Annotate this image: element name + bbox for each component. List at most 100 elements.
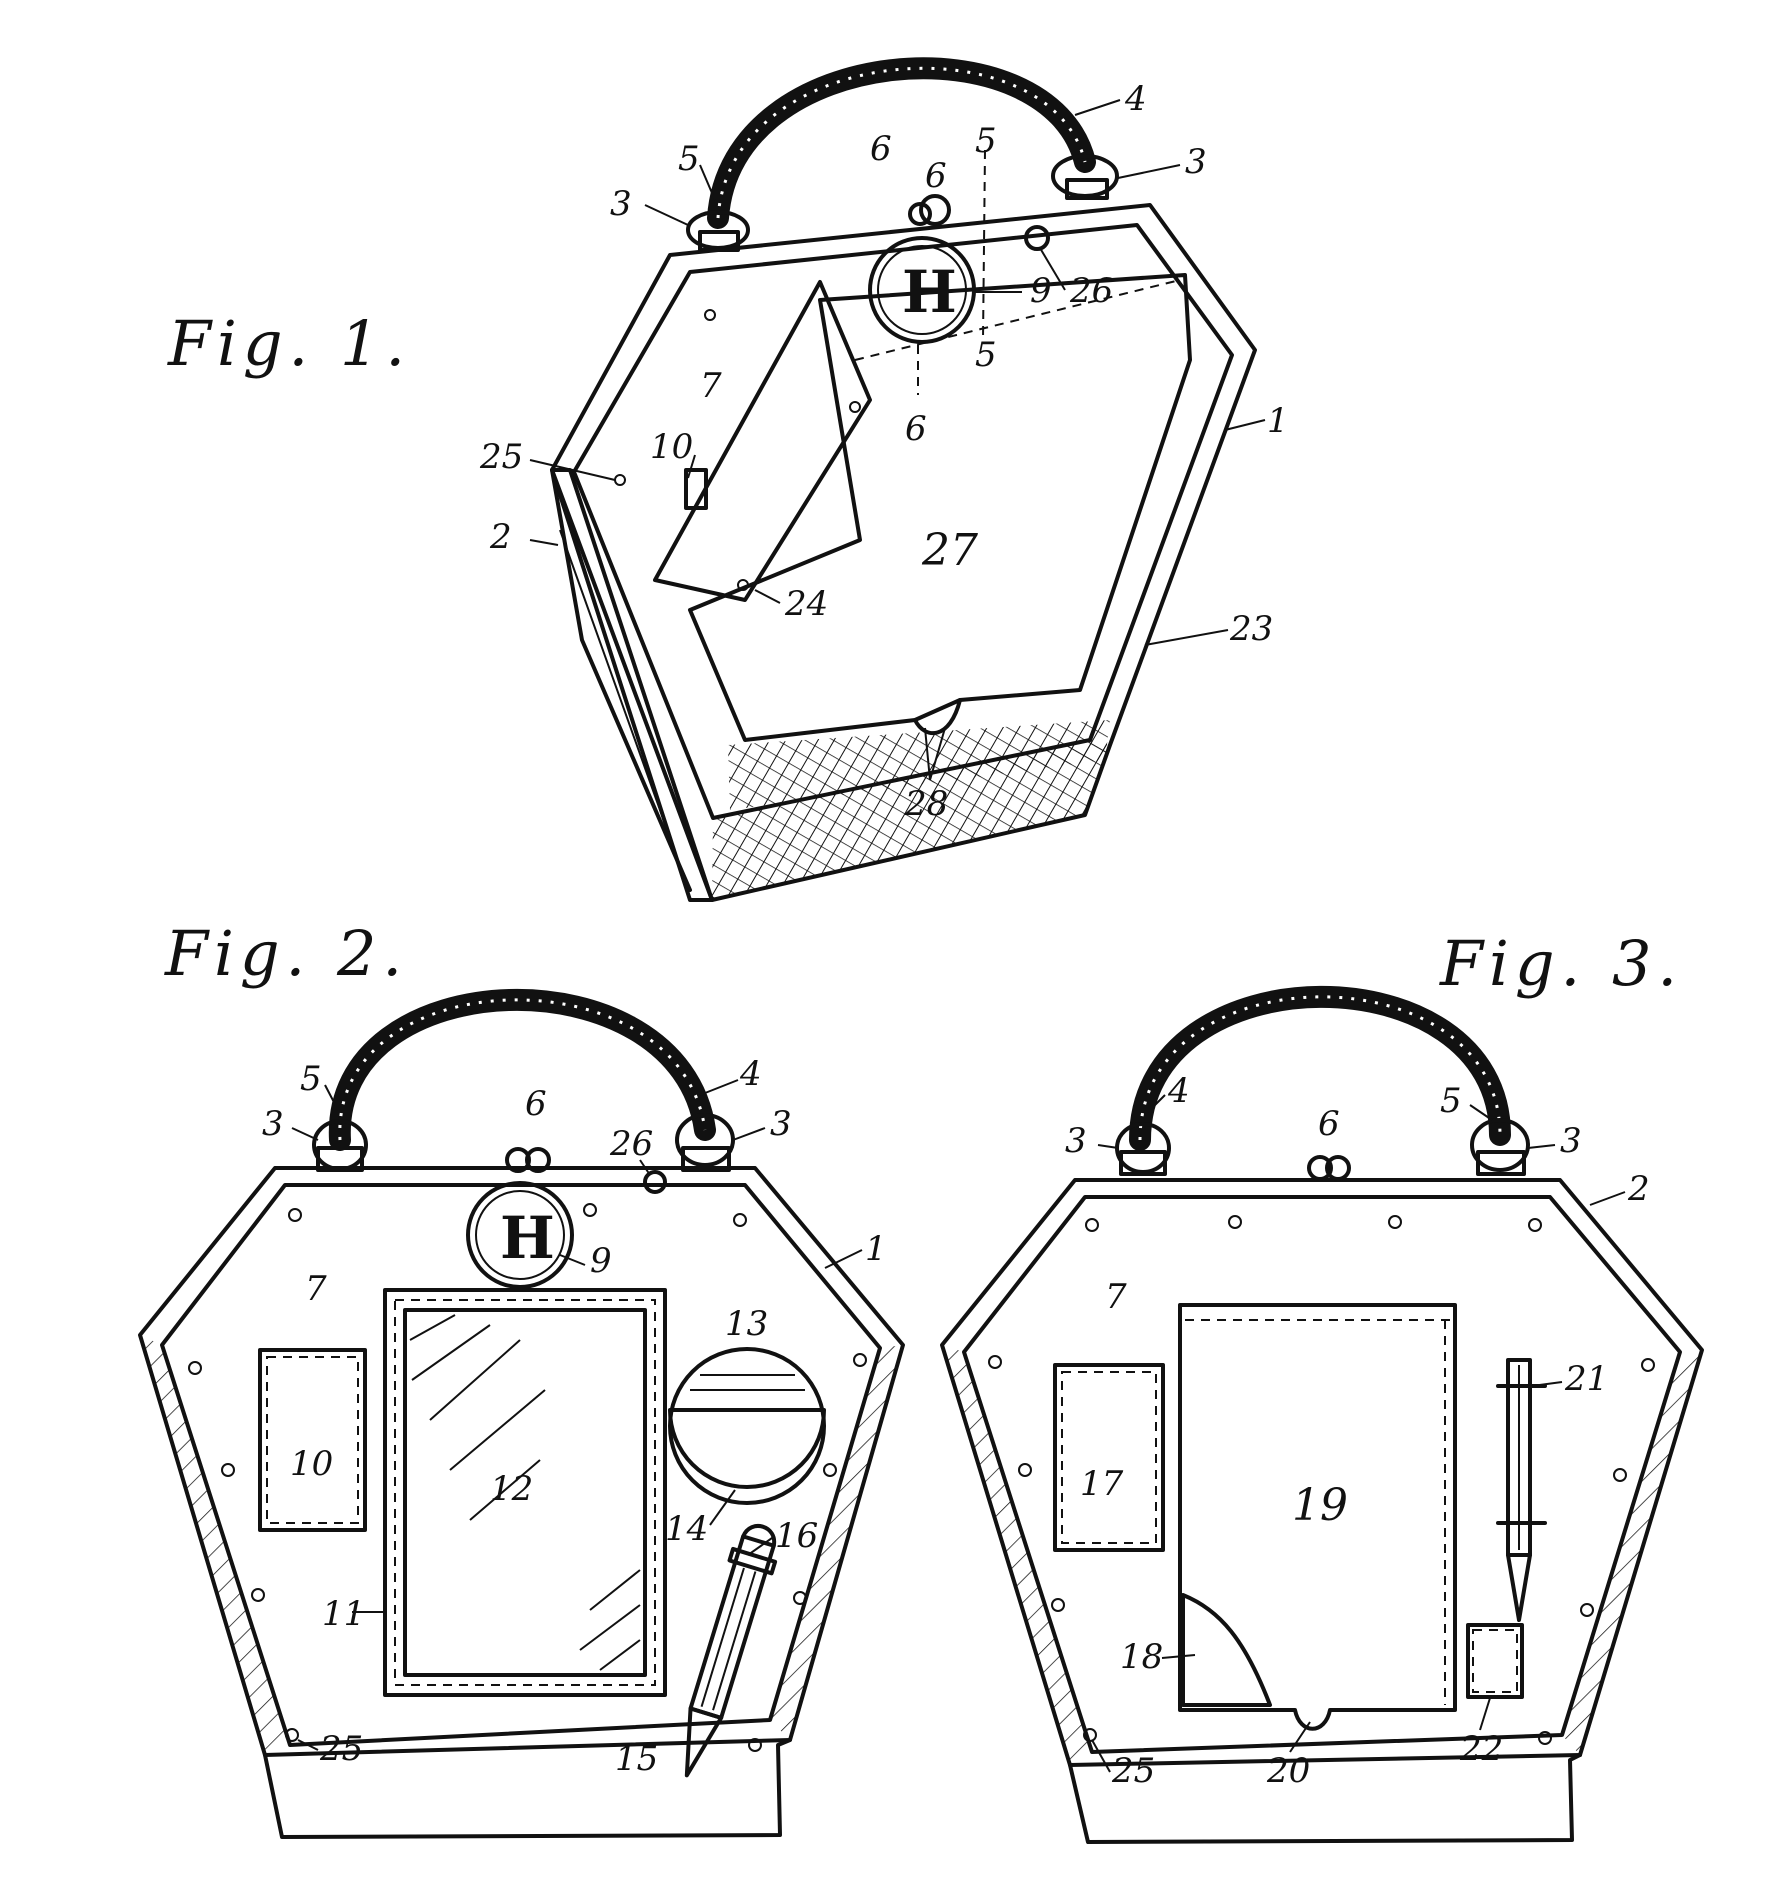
fig2-ref: 9 (590, 1241, 612, 1281)
fig2-pocket-10 (258, 1348, 367, 1532)
fig2-pocket-10-stitch (266, 1356, 359, 1524)
fig3-frame-band-right (1562, 1350, 1702, 1755)
fig3-ring-clip-left (1119, 1150, 1167, 1176)
fig2-rivets (188, 1203, 867, 1752)
fig2-handle-texture (338, 998, 707, 1141)
fig1-side-gusset (550, 468, 692, 892)
figure-3-title: Fig. 3. (1439, 927, 1683, 1000)
fig1-ref: 27 (921, 525, 978, 576)
fig1-ref: 4 (1124, 79, 1147, 119)
fig3-ref: 3 (1560, 1121, 1582, 1161)
fig2-bottom-line (263, 1738, 792, 1757)
fig1-ref: 26 (1069, 271, 1113, 311)
fig1-flap-24 (653, 280, 872, 602)
fig3-ring-clip-right (1476, 1150, 1526, 1176)
fig2-clasp-6b (525, 1147, 551, 1173)
fig3-pocket-17 (1053, 1363, 1165, 1552)
fig2-frame-band-left (140, 1335, 290, 1755)
figure-1-title: Fig. 1. (167, 307, 411, 380)
fig1-pad-27 (688, 273, 1192, 742)
fig1-bottom-band (728, 720, 1110, 810)
fig1-ref: 10 (650, 427, 693, 467)
fig3-ref: 2 (1627, 1169, 1650, 1209)
fig1-monogram-plate-9: H (868, 236, 976, 344)
fig3-ref: 6 (1318, 1104, 1340, 1144)
fig1-button-26 (1024, 225, 1050, 251)
fig3-ref: 7 (1105, 1277, 1127, 1317)
fig2-ref: 15 (615, 1739, 658, 1779)
figure-2: Fig. 2. H (138, 917, 905, 1839)
fig2-mirror-stitch (394, 1299, 656, 1686)
fig2-mirror-frame-11 (383, 1288, 667, 1697)
fig3-ref: 21 (1564, 1359, 1608, 1399)
fig1-ring-clip-right (1065, 178, 1109, 200)
fig2-ref: 25 (319, 1729, 363, 1769)
fig2-ref: 26 (609, 1124, 653, 1164)
fig2-compact-13 (668, 1347, 826, 1505)
fig1-clasp-6b (908, 202, 932, 226)
fig3-leader-lines (1091, 1094, 1626, 1773)
fig3-reference-numerals: 2 3 3 4 5 6 7 17 18 19 20 21 22 25 (1065, 1071, 1650, 1791)
fig1-clasp-6 (919, 194, 951, 226)
fig2-ref: 11 (322, 1594, 365, 1634)
fig3-clasp-6a (1307, 1155, 1333, 1181)
fig2-monogram-plate-9: H (466, 1181, 574, 1289)
fig2-ref: 6 (525, 1084, 547, 1124)
fig1-section-5b (854, 279, 1181, 361)
fig3-rivets (988, 1215, 1655, 1745)
fig2-ref: 12 (490, 1469, 533, 1509)
fig2-handle (328, 988, 716, 1151)
fig1-gusset-crease (559, 529, 686, 881)
fig3-ref: 25 (1111, 1751, 1155, 1791)
fig2-reference-numerals: 1 3 3 4 5 6 7 9 10 11 12 13 14 15 16 25 … (262, 1054, 887, 1779)
fig1-ref: 25 (479, 437, 523, 477)
fig1-ref: 7 (700, 366, 722, 406)
fig1-ref: 3 (610, 184, 632, 224)
fig2-ref: 16 (775, 1516, 818, 1556)
fig2-ref: 3 (262, 1104, 284, 1144)
fig1-ref: 6 (925, 156, 947, 196)
fig1-ref: 6 (870, 129, 892, 169)
fig1-ref: 24 (784, 584, 828, 624)
fig3-pocket-17-stitch (1061, 1371, 1157, 1544)
fig1-leader-lines (529, 99, 1266, 781)
fig3-pad-corner-18 (1181, 1593, 1272, 1707)
fig1-pocket-10 (684, 468, 708, 510)
fig3-ref: 4 (1167, 1071, 1190, 1111)
fig3-tag-22-stitch (1472, 1629, 1518, 1693)
fig3-tag-22 (1466, 1623, 1524, 1699)
fig1-ref: 5 (975, 121, 997, 161)
fig3-ref: 22 (1459, 1729, 1503, 1769)
fig2-button-26 (643, 1170, 667, 1194)
fig2-frame-band-right (770, 1345, 903, 1740)
figure-1: Fig. 1. (167, 57, 1289, 902)
fig1-ref: 23 (1229, 609, 1273, 649)
fig1-bottom-shade (712, 740, 1110, 900)
fig1-ref: 5 (975, 335, 997, 375)
fig1-section-5 (982, 149, 986, 341)
fig1-notch-28 (913, 698, 962, 736)
fig2-ref: 1 (865, 1229, 887, 1269)
fig1-ref: 1 (1267, 401, 1289, 441)
fig1-ref: 28 (904, 784, 948, 824)
fig1-ref: 6 (905, 409, 927, 449)
fig1-ref: 5 (678, 139, 700, 179)
fig2-monogram: H (500, 1204, 555, 1272)
fig2-ref: 7 (305, 1269, 327, 1309)
fig1-ref: 9 (1030, 271, 1052, 311)
fig2-mirror-reflection (409, 1314, 641, 1671)
fig2-mirror-12 (403, 1308, 647, 1677)
figure-2-title: Fig. 2. (164, 917, 408, 990)
fig2-compact-pocket-14 (668, 1408, 826, 1489)
fig3-frame-band-left (942, 1345, 1092, 1765)
fig3-frame-inner (962, 1195, 1682, 1754)
fig1-ref: 2 (489, 517, 512, 557)
fig2-ref: 3 (770, 1104, 792, 1144)
fig2-ref: 5 (300, 1059, 322, 1099)
fig3-handle-texture (1138, 995, 1502, 1141)
fig1-ref: 3 (1185, 142, 1207, 182)
fig3-notepad-19 (1178, 1303, 1457, 1731)
fig3-bottom-line (1068, 1753, 1582, 1767)
fig3-ref: 3 (1065, 1121, 1087, 1161)
